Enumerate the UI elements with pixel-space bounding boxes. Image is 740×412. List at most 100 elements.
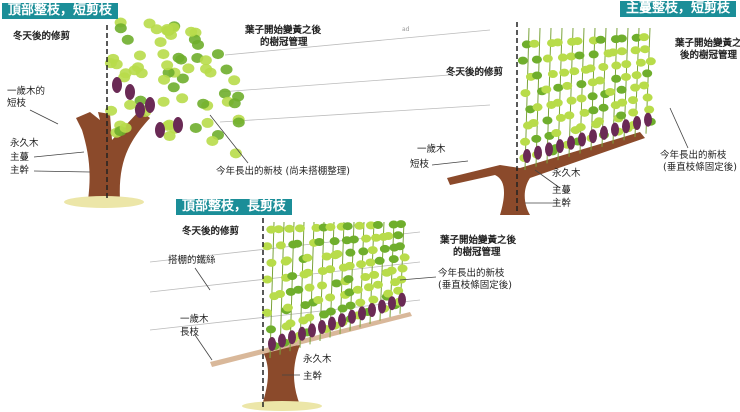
shoot xyxy=(546,27,552,164)
leaf xyxy=(541,85,552,94)
leaf xyxy=(520,89,531,98)
leaf xyxy=(294,224,305,233)
leaf xyxy=(220,64,233,75)
foliage xyxy=(104,17,656,359)
panel1-winter-label: 冬天後的修剪 xyxy=(13,31,71,42)
shoot xyxy=(269,221,275,359)
leaf xyxy=(345,301,356,310)
grape-cluster xyxy=(328,316,336,331)
leaf xyxy=(532,71,543,80)
panel2-canopy-label-2: 的樹冠管理 xyxy=(453,247,501,258)
leaf xyxy=(157,49,170,60)
leaf xyxy=(611,61,622,70)
leaf xyxy=(394,242,405,251)
leaf xyxy=(532,103,543,112)
leaf xyxy=(576,94,587,103)
leaf xyxy=(640,45,651,54)
leaf xyxy=(371,233,382,242)
leaf xyxy=(363,283,374,292)
leaf xyxy=(354,221,365,230)
leaf xyxy=(158,74,171,85)
leaf xyxy=(598,62,609,71)
shoot xyxy=(568,27,574,157)
panel2-winter-label: 冬天後的修剪 xyxy=(182,226,240,237)
leaf xyxy=(348,235,359,244)
leaf xyxy=(282,256,293,265)
panel2-wire-label: 搭棚的鐵絲 xyxy=(168,255,216,266)
grape-cluster xyxy=(358,306,366,321)
leaf xyxy=(553,83,564,92)
leaf xyxy=(393,286,404,295)
shoot xyxy=(557,27,563,161)
leaf xyxy=(628,96,639,105)
leaf xyxy=(292,239,303,248)
leaf xyxy=(273,225,284,234)
panel2-canopy-label-1: 葉子開始變黃之後 xyxy=(440,235,517,246)
leaf xyxy=(572,37,583,46)
leaf xyxy=(369,270,380,279)
leaf xyxy=(285,319,296,328)
panel3-mark: ad xyxy=(402,26,410,33)
panel1-trunk-label: 主幹 xyxy=(10,165,30,176)
panel3-canopy-label-1: 葉子開始變黃之 xyxy=(675,38,740,49)
leaf xyxy=(564,111,575,120)
shoot xyxy=(535,27,541,167)
leaf xyxy=(585,64,596,73)
grape-cluster xyxy=(278,333,286,348)
leaf xyxy=(616,34,627,43)
leaf xyxy=(176,93,189,104)
leaf xyxy=(374,256,385,265)
leaf xyxy=(372,280,383,289)
leaf xyxy=(314,238,325,246)
leaf xyxy=(118,72,131,83)
leaf xyxy=(262,242,273,251)
leaf xyxy=(520,137,531,146)
leaf xyxy=(352,285,363,294)
leaf xyxy=(386,266,397,275)
leaf xyxy=(176,73,189,84)
trellis-wire xyxy=(149,299,421,331)
leaf xyxy=(321,252,332,261)
vine-wood xyxy=(64,110,645,411)
grape-cluster xyxy=(338,313,346,328)
grape-cluster xyxy=(644,112,652,127)
grape-cluster xyxy=(368,303,376,317)
grape-cluster xyxy=(633,116,641,130)
leaf xyxy=(325,265,336,274)
grape-cluster xyxy=(378,299,386,314)
panel2-one-year-label-2: 長枝 xyxy=(180,327,200,338)
panel3-permanent-label: 永久木 xyxy=(552,168,581,179)
leaf xyxy=(588,50,599,59)
leaf xyxy=(628,108,639,117)
trunk-panel3 xyxy=(447,132,645,215)
leaf xyxy=(642,69,653,78)
panel3-cordon-label: 主蔓 xyxy=(552,185,572,196)
leaf xyxy=(119,122,132,133)
leaf xyxy=(388,220,399,229)
leaf xyxy=(285,287,296,296)
leaf xyxy=(114,23,127,34)
leaf xyxy=(342,222,353,231)
grape-cluster xyxy=(398,292,406,307)
grape-cluster xyxy=(125,84,135,100)
panel1-cordon-label: 主蔓 xyxy=(10,152,30,163)
leaf xyxy=(311,223,322,232)
leaf xyxy=(232,117,245,128)
leaf xyxy=(639,33,650,42)
leaf xyxy=(228,75,241,86)
leaf xyxy=(355,298,366,307)
panel3-one-year-label: 一歲木 xyxy=(417,144,446,155)
leaf xyxy=(337,304,348,313)
leaf xyxy=(228,98,241,109)
leaf xyxy=(630,83,641,92)
leaf xyxy=(644,105,655,114)
grape-cluster xyxy=(348,309,356,324)
grape-cluster xyxy=(388,296,396,311)
grape-cluster xyxy=(112,77,122,93)
leaf xyxy=(325,223,336,232)
leaf xyxy=(361,234,372,243)
leaf xyxy=(105,105,118,116)
leaf xyxy=(395,220,406,229)
leaf xyxy=(531,134,542,143)
leaf xyxy=(157,96,170,107)
